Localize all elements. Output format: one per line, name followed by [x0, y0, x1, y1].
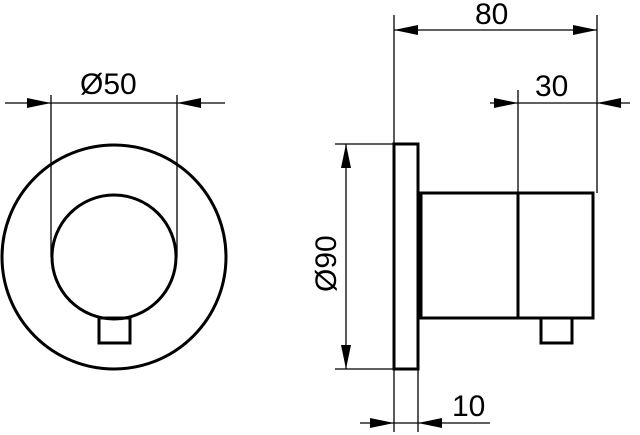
arrow-icon — [177, 98, 201, 108]
side-view: 80 30 Ø90 10 — [310, 0, 630, 432]
arrow-icon — [370, 418, 394, 428]
dimension-label-30: 30 — [535, 70, 568, 103]
dimension-label-80: 80 — [475, 0, 508, 31]
dimension-label-d50: Ø50 — [80, 68, 137, 101]
dimension-label-d90: Ø90 — [310, 235, 343, 292]
front-view: Ø50 — [0, 68, 228, 371]
arrow-icon — [573, 25, 597, 35]
knob-indicator — [97, 316, 132, 345]
arrow-icon — [597, 98, 621, 108]
rosette-outline — [0, 143, 228, 371]
arrow-icon — [394, 25, 418, 35]
dimension-label-10: 10 — [452, 390, 485, 423]
knob-outline — [50, 193, 178, 321]
knob-body-side — [419, 191, 595, 320]
arrow-icon — [341, 345, 351, 369]
arrow-icon — [494, 98, 518, 108]
arrow-icon — [341, 144, 351, 168]
knob-indicator-side — [539, 316, 574, 345]
rosette-side — [392, 142, 420, 371]
arrow-icon — [27, 98, 51, 108]
arrow-icon — [418, 418, 442, 428]
